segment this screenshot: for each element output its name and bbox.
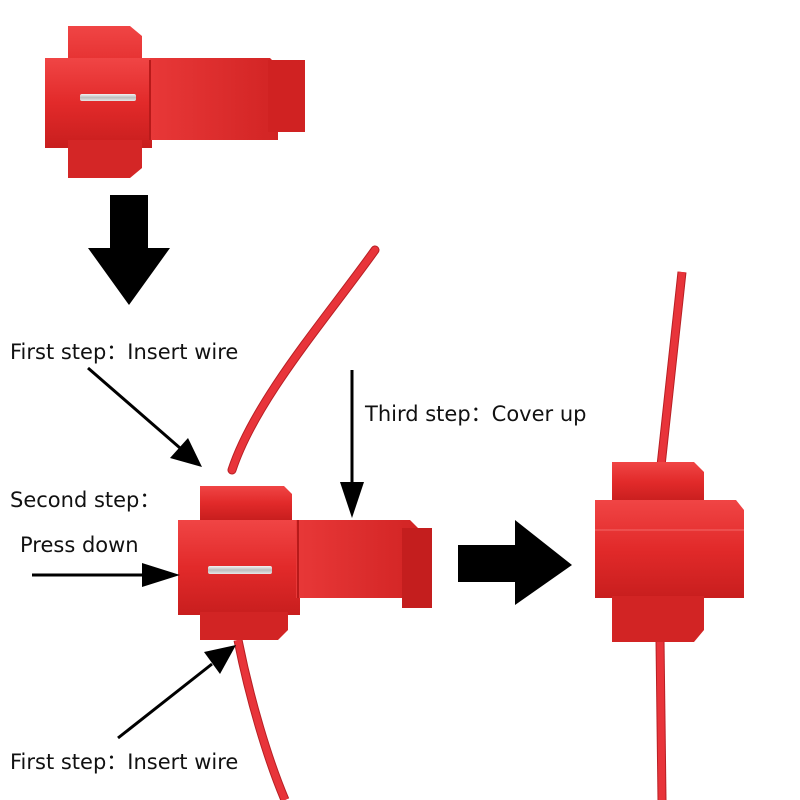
connector-bottom-tab <box>200 612 288 640</box>
label-second-step: Second step： <box>10 488 161 512</box>
pointer-arrow-first-step-top <box>87 366 202 467</box>
connector-cover-flap <box>296 520 418 598</box>
arrow-right-icon <box>458 520 572 605</box>
open-connector-top <box>45 26 305 178</box>
connector-top-tab <box>612 462 704 502</box>
metal-blade-icon <box>80 94 136 101</box>
metal-blade-icon <box>208 566 272 574</box>
connector-middle <box>178 486 432 640</box>
connector-flap-hinge <box>268 60 305 132</box>
connector-top-tab <box>200 486 292 520</box>
connector-flap-hinge <box>402 528 432 608</box>
arrow-down-icon <box>88 195 170 305</box>
pointer-arrow-first-step-bottom <box>117 645 236 740</box>
label-third-step: Third step：Cover up <box>365 402 587 426</box>
wire-right <box>655 271 687 800</box>
connector-bottom-tab <box>68 140 142 178</box>
connector-body <box>45 58 152 148</box>
wire-middle <box>227 245 380 800</box>
label-first-step-top: First step：Insert wire <box>10 340 239 364</box>
pointer-arrow-cover-up <box>340 370 364 518</box>
connector-top-tab <box>45 26 142 126</box>
connector-bottom-tab <box>612 596 704 642</box>
pointer-arrow-press-down <box>32 563 180 587</box>
connector-closed <box>595 462 744 642</box>
label-press-down: Press down <box>20 533 139 557</box>
label-first-step-bottom: First step：Insert wire <box>10 750 239 774</box>
connector-cover-flap <box>150 58 278 140</box>
connector-body <box>595 500 744 598</box>
